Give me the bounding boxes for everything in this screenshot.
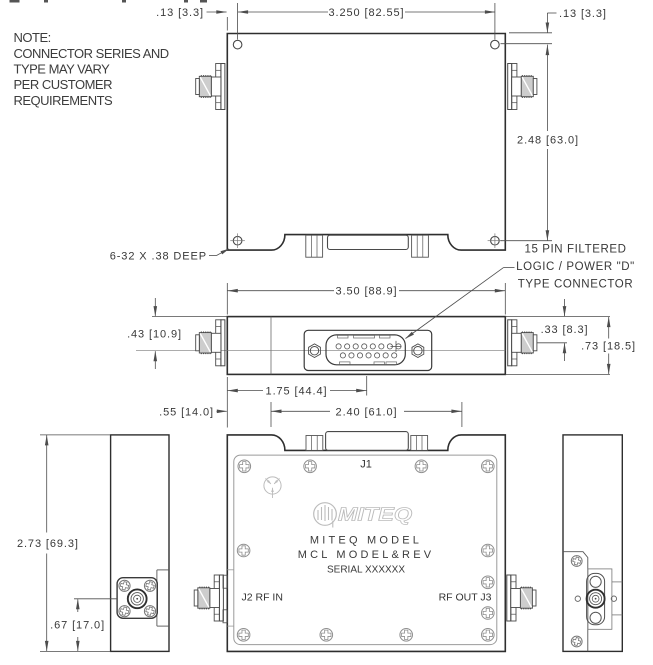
svg-text:.43 [10.9]: .43 [10.9] — [127, 328, 182, 340]
svg-text:TYPE MAY VARY: TYPE MAY VARY — [14, 62, 111, 77]
svg-text:J2 RF IN: J2 RF IN — [242, 591, 283, 603]
svg-text:J1: J1 — [360, 459, 372, 471]
svg-text:.13 [3.3]: .13 [3.3] — [156, 7, 204, 19]
svg-text:MITEQ MODEL: MITEQ MODEL — [310, 535, 422, 547]
svg-text:LOGIC / POWER "D": LOGIC / POWER "D" — [516, 261, 635, 273]
svg-text:PER CUSTOMER: PER CUSTOMER — [14, 77, 113, 92]
svg-text:RF OUT J3: RF OUT J3 — [439, 591, 492, 603]
svg-text:MCL MODEL&REV: MCL MODEL&REV — [298, 549, 435, 561]
svg-text:1.75 [44.4]: 1.75 [44.4] — [266, 386, 328, 398]
svg-text:REQUIREMENTS: REQUIREMENTS — [14, 93, 114, 108]
svg-text:2.73 [69.3]: 2.73 [69.3] — [17, 538, 79, 550]
svg-text:3.50 [88.9]: 3.50 [88.9] — [336, 286, 398, 298]
svg-text:SERIAL XXXXXX: SERIAL XXXXXX — [327, 564, 405, 575]
svg-text:3.250 [82.55]: 3.250 [82.55] — [329, 7, 405, 19]
svg-text:MITEQ: MITEQ — [338, 505, 413, 525]
svg-text:6-32 X .38 DEEP: 6-32 X .38 DEEP — [110, 251, 207, 263]
svg-text:NOTE:: NOTE: — [14, 30, 51, 45]
svg-text:CONNECTOR SERIES AND: CONNECTOR SERIES AND — [14, 46, 169, 61]
svg-text:.73 [18.5]: .73 [18.5] — [581, 340, 636, 352]
svg-text:TYPE CONNECTOR: TYPE CONNECTOR — [518, 279, 634, 291]
svg-text:.13 [3.3]: .13 [3.3] — [559, 8, 607, 20]
svg-text:.33 [8.3]: .33 [8.3] — [541, 324, 589, 336]
svg-text:.67 [17.0]: .67 [17.0] — [50, 620, 105, 632]
svg-text:2.48 [63.0]: 2.48 [63.0] — [517, 135, 579, 147]
svg-text:.55 [14.0]: .55 [14.0] — [159, 406, 214, 418]
svg-text:15 PIN FILTERED: 15 PIN FILTERED — [524, 244, 626, 256]
svg-text:2.40 [61.0]: 2.40 [61.0] — [336, 406, 398, 418]
